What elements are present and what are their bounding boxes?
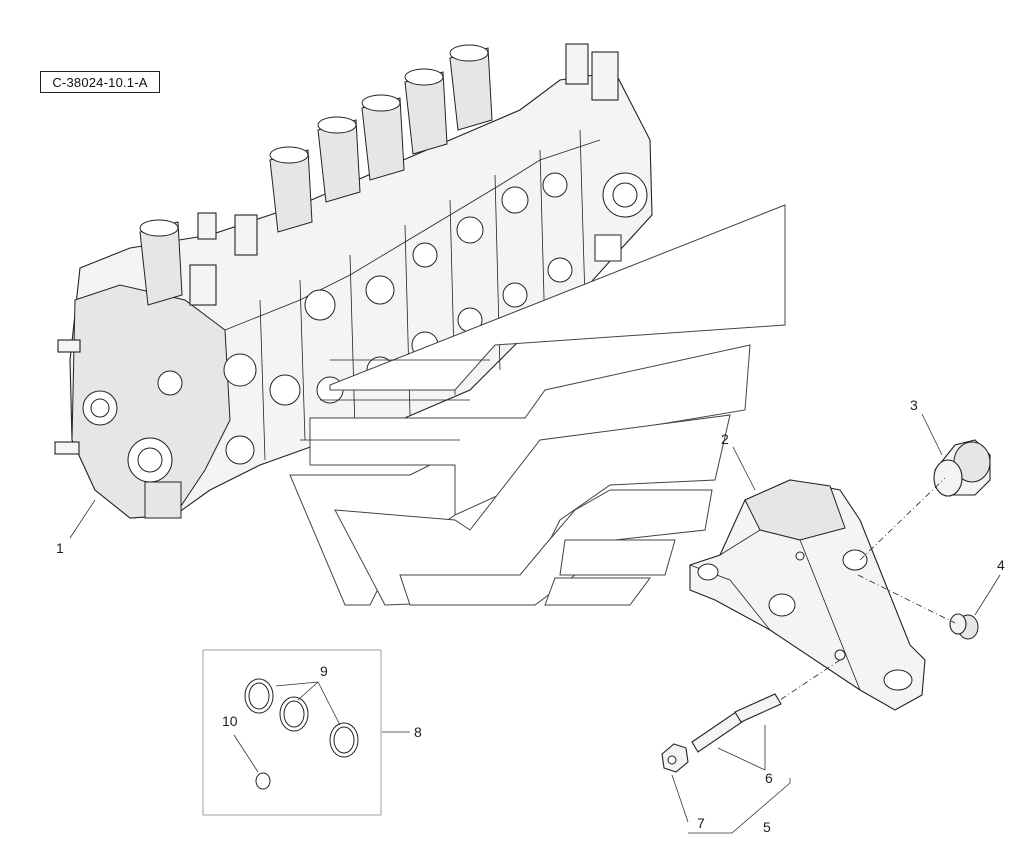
- drawing-reference-code: C-38024-10.1-A: [40, 71, 160, 93]
- callout-1: 1: [56, 540, 64, 556]
- callout-2: 2: [721, 431, 729, 447]
- callout-3: 3: [910, 397, 918, 413]
- stud-parts: [691, 693, 782, 753]
- callout-8: 8: [414, 724, 422, 740]
- control-valve-assembly: [54, 43, 653, 519]
- watermark-logo: [289, 204, 786, 606]
- o-ring-small: [255, 772, 271, 790]
- plug-part: [933, 439, 991, 497]
- leader-lines: [69, 413, 1001, 834]
- callout-4: 4: [997, 557, 1005, 573]
- nut-part: [661, 743, 689, 773]
- mounting-bracket: [689, 479, 926, 711]
- small-plug-part: [949, 613, 979, 640]
- callout-5: 5: [763, 819, 771, 835]
- callout-10: 10: [222, 713, 238, 729]
- seal-kit-box: [202, 649, 382, 816]
- callout-6: 6: [765, 770, 773, 786]
- callout-7: 7: [697, 815, 705, 831]
- callout-9: 9: [320, 663, 328, 679]
